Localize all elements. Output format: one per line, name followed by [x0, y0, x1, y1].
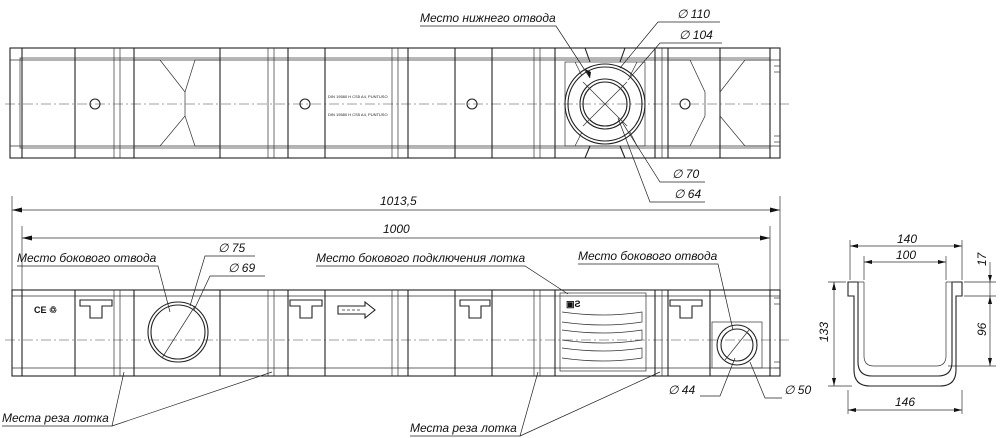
top-hole-3: [466, 98, 478, 110]
dim-d44: ∅ 44: [668, 383, 695, 397]
flow-direction-arrow: [337, 300, 376, 320]
brand-logo: ▣Ƨ: [566, 299, 581, 309]
side-outlet-circle-75: [147, 301, 209, 363]
notch-3: [459, 299, 491, 319]
section-inner-channel: [863, 282, 947, 367]
section-profile: [847, 281, 963, 387]
side-view-end-ribs: [774, 297, 780, 369]
outlet-circle-110: [564, 63, 646, 145]
side-view-annotations: Место бокового отвода ∅ 75 ∅ 69 Место бо…: [2, 241, 811, 437]
dim-section-133: 133: [817, 322, 831, 342]
marking-text-1: DIN 19580 H CS5 A4, PUNTUSO: [328, 94, 388, 99]
dim-d104: ∅ 104: [679, 28, 713, 42]
ce-mark: CE ♲: [34, 305, 57, 315]
dim-d64: ∅ 64: [674, 187, 701, 201]
side-outlet-circle-50: [716, 324, 758, 366]
side-outlet-circle-44: [720, 328, 754, 362]
notch-4: [669, 299, 703, 319]
dim-d70: ∅ 70: [672, 167, 699, 181]
dim-d69: ∅ 69: [228, 261, 255, 275]
notch-2: [289, 299, 323, 319]
dim-d110: ∅ 110: [677, 7, 710, 21]
top-hole-1: [89, 98, 101, 110]
top-hole-2: [299, 98, 311, 110]
length-dimensions: 1013,5 1000: [11, 194, 781, 290]
bottom-outlet: [564, 47, 646, 159]
marking-text-2: DIN 19580 H CS5 A4, PUNTUSO: [328, 112, 388, 117]
notch-1: [79, 299, 113, 319]
dim-section-96: 96: [975, 322, 989, 336]
side-view-outline: [11, 289, 781, 377]
top-view-outline: [9, 47, 781, 159]
dim-section-17: 17: [975, 251, 989, 266]
side-outlet-left: [147, 301, 209, 363]
label-cut-left: Места реза лотка: [2, 411, 109, 425]
dim-d50: ∅ 50: [784, 383, 811, 397]
top-view: DIN 19580 H CS5 A4, PUNTUSO DIN 19580 H …: [5, 47, 790, 159]
top-view-end-ribs: [774, 65, 780, 143]
side-connection-panel: ▣Ƨ: [559, 292, 647, 372]
side-outlet-right: [711, 321, 763, 369]
side-view: CE ♲ ▣Ƨ: [5, 289, 790, 377]
label-side-outlet-right: Место бокового отвода: [578, 249, 718, 263]
dim-section-140: 140: [897, 232, 917, 246]
label-bottom-outlet: Место нижнего отвода: [420, 11, 556, 25]
section-view: 140 100 146 133 17 96: [817, 232, 996, 414]
dim-overall-length: 1013,5: [380, 194, 417, 208]
label-side-outlet-left: Место бокового отвода: [17, 251, 157, 265]
dim-section-146: 146: [895, 395, 915, 409]
top-view-annotations: Место нижнего отвода ∅ 110 ∅ 104 ∅ 70 ∅ …: [420, 7, 722, 203]
side-view-segments: [21, 290, 771, 376]
outlet-circle-70: [579, 78, 631, 130]
top-hole-4: [679, 98, 691, 110]
dim-section-100: 100: [896, 248, 916, 262]
dim-nominal-length: 1000: [383, 222, 410, 236]
top-view-segments: [21, 48, 771, 158]
dim-d75: ∅ 75: [218, 241, 245, 255]
label-side-connection: Место бокового подключения лотка: [316, 251, 525, 265]
label-cut-right: Места реза лотка: [410, 421, 517, 435]
